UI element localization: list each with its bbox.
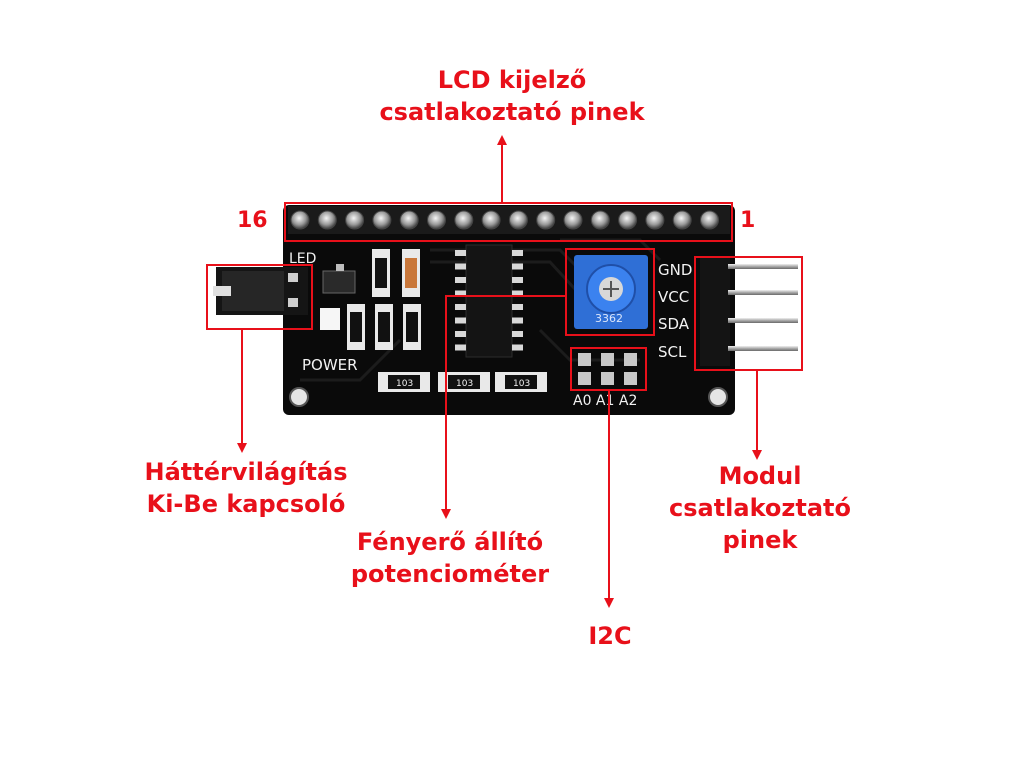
ic-leg (512, 304, 523, 310)
mount-hole-right (709, 388, 727, 406)
module-header (700, 258, 798, 366)
res-code-3: 103 (513, 379, 530, 389)
ic-leg (512, 345, 523, 351)
ic-leg (455, 304, 466, 310)
lcd-pin (537, 211, 555, 229)
lcd-pin (673, 211, 691, 229)
lcd-pins-label: LCD kijelző csatlakoztató pinek (362, 64, 662, 128)
ic-leg (455, 264, 466, 270)
lcd-pin (619, 211, 637, 229)
lcd-pin (646, 211, 664, 229)
potentiometer-label-line1: Fényerő állító (330, 526, 570, 558)
lcd-pin (591, 211, 609, 229)
mount-hole-left (290, 388, 308, 406)
module-pins-label: Modul csatlakoztató pinek (660, 460, 860, 556)
lcd-pin (428, 211, 446, 229)
ic-leg (512, 264, 523, 270)
i2c-label: I2C (570, 620, 650, 652)
module-pins-label-line1: Modul (660, 460, 860, 492)
ic-leg (455, 318, 466, 324)
lcd-pin (564, 211, 582, 229)
transistor (323, 271, 355, 293)
pin-number-1: 1 (740, 208, 755, 233)
ic-leg (455, 331, 466, 337)
potentiometer-label: Fényerő állító potenciométer (330, 526, 570, 590)
ic-leg (512, 331, 523, 337)
lcd-pin (373, 211, 391, 229)
potentiometer-label-line2: potenciométer (330, 558, 570, 590)
res-code-1: 103 (396, 379, 413, 389)
backlight-label: Háttérvilágítás Ki-Be kapcsoló (126, 456, 366, 520)
ic-leg (455, 277, 466, 283)
lcd-pins-label-line1: LCD kijelző (362, 64, 662, 96)
i2c-label-text: I2C (570, 620, 650, 652)
addr-silk: A0 A1 A2 (573, 393, 637, 409)
module-pins-label-line2: csatlakoztató (660, 492, 860, 524)
ic-leg (512, 250, 523, 256)
lcd-pin (509, 211, 527, 229)
lcd-pin (291, 211, 309, 229)
ic-leg (512, 277, 523, 283)
lcd-pin (701, 211, 719, 229)
backlight-jumper (213, 267, 308, 315)
module-pins-label-line3: pinek (660, 524, 860, 556)
lcd-pin (455, 211, 473, 229)
gnd-silk: GND (658, 261, 692, 279)
power-silk: POWER (302, 356, 358, 374)
lcd-pin (318, 211, 336, 229)
pot-code: 3362 (595, 312, 623, 325)
sda-silk: SDA (658, 315, 690, 333)
lcd-pins-label-line2: csatlakoztató pinek (362, 96, 662, 128)
pin-number-16: 16 (237, 208, 268, 233)
vcc-silk: VCC (658, 288, 689, 306)
lcd-pin (482, 211, 500, 229)
transistor-pin (336, 264, 344, 271)
backlight-label-line2: Ki-Be kapcsoló (126, 488, 366, 520)
lcd-pin (346, 211, 364, 229)
backlight-label-line1: Háttérvilágítás (126, 456, 366, 488)
scl-silk: SCL (658, 343, 687, 361)
res-code-2: 103 (456, 379, 473, 389)
ic-leg (512, 318, 523, 324)
ic-leg (455, 250, 466, 256)
lcd-pin (400, 211, 418, 229)
ic-leg (455, 345, 466, 351)
